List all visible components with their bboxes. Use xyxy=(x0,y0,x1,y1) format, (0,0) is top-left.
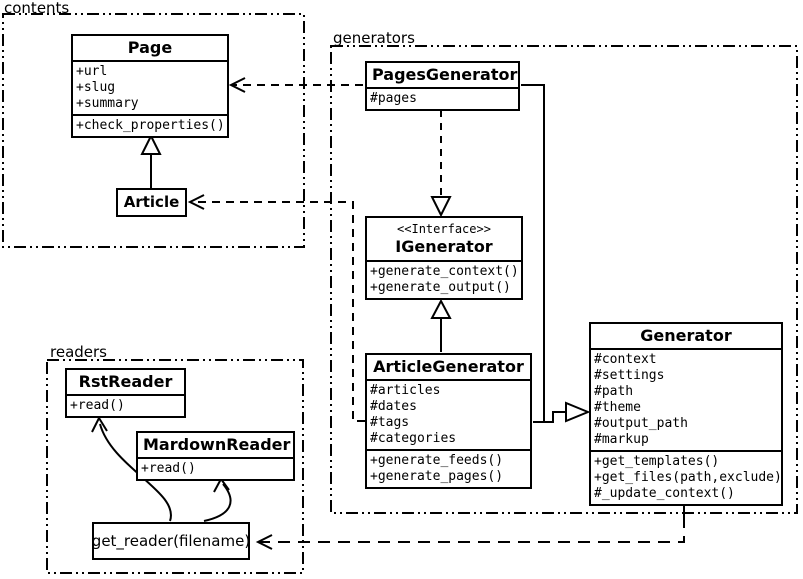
class-mardownreader: MardownReader +read() xyxy=(136,431,295,481)
class-igenerator: <<Interface>> IGenerator +generate_conte… xyxy=(365,216,523,300)
class-igenerator-title: IGenerator xyxy=(395,237,493,256)
method: +generate_output() xyxy=(370,280,511,295)
method: +generate_feeds() xyxy=(370,453,504,468)
class-generator-title: Generator xyxy=(640,326,732,345)
edge-pagesgenerator-to-igenerator-realization xyxy=(430,110,452,218)
attribute: +summary xyxy=(76,96,139,111)
class-page-methods: +check_properties() xyxy=(73,114,227,136)
method: +get_files(path,exclude) xyxy=(594,470,782,485)
edge-getreader-to-mardownreader-arrow xyxy=(203,477,232,522)
class-pagesgenerator-attributes: #pages xyxy=(367,87,518,109)
class-igenerator-stereotype: <<Interface>> xyxy=(397,222,491,236)
attribute: #output_path xyxy=(594,416,688,431)
attribute: #theme xyxy=(594,400,641,415)
method: +read() xyxy=(70,398,125,413)
method: #_update_context() xyxy=(594,486,735,501)
edge-articlegenerator-to-igenerator-generalization xyxy=(430,298,452,352)
class-articlegenerator: ArticleGenerator #articles #dates #tags … xyxy=(365,353,532,489)
attribute: +slug xyxy=(76,80,116,95)
method: +generate_pages() xyxy=(370,469,504,484)
attribute: #markup xyxy=(594,432,649,447)
class-pagesgenerator-title: PagesGenerator xyxy=(372,65,518,84)
class-rstreader-title: RstReader xyxy=(78,372,173,391)
class-rstreader-methods: +read() xyxy=(67,394,184,416)
class-page-attributes: +url +slug +summary xyxy=(73,60,227,114)
package-label-readers: readers xyxy=(50,343,107,361)
class-articlegenerator-attributes: #articles #dates #tags #categories xyxy=(367,379,530,449)
class-mardownreader-title: MardownReader xyxy=(143,435,291,454)
attribute: #categories xyxy=(370,431,457,446)
attribute: #path xyxy=(594,384,634,399)
class-rstreader: RstReader +read() xyxy=(65,368,186,418)
edge-generators-to-generator-generalization xyxy=(521,84,591,423)
class-generator-attributes: #context #settings #path #theme #output_… xyxy=(591,348,781,450)
package-border-contents xyxy=(2,13,305,248)
method: +check_properties() xyxy=(76,118,225,133)
package-border-generators xyxy=(330,45,798,514)
class-page-title: Page xyxy=(127,38,173,57)
method: +get_templates() xyxy=(594,454,720,469)
class-page: Page +url +slug +summary +check_properti… xyxy=(71,34,229,138)
method: +read() xyxy=(141,461,196,476)
class-generator: Generator #context #settings #path #them… xyxy=(589,322,783,506)
package-label-generators: generators xyxy=(333,29,415,47)
class-igenerator-methods: +generate_context() +generate_output() xyxy=(367,260,521,298)
function-box-get-reader: get_reader(filename) xyxy=(92,522,250,560)
class-articlegenerator-methods: +generate_feeds() +generate_pages() xyxy=(367,449,530,487)
package-border-readers xyxy=(46,359,304,574)
class-igenerator-header: <<Interface>> IGenerator xyxy=(367,218,521,260)
edge-article-to-page-generalization xyxy=(140,133,162,188)
edge-generator-to-getreader-dependency xyxy=(255,502,685,550)
attribute: #settings xyxy=(594,368,665,383)
edge-pagesgenerator-to-page-dependency xyxy=(228,77,363,93)
class-article-title: Article xyxy=(123,193,180,211)
method: +generate_context() xyxy=(370,264,519,279)
class-article: Article xyxy=(116,188,187,217)
attribute: #dates xyxy=(370,399,417,414)
edge-articlegenerator-to-article-dependency xyxy=(187,194,365,422)
class-generator-methods: +get_templates() +get_files(path,exclude… xyxy=(591,450,782,504)
class-mardownreader-methods: +read() xyxy=(138,457,293,479)
class-pagesgenerator: PagesGenerator #pages xyxy=(365,61,520,111)
package-label-contents: contents xyxy=(4,0,70,17)
attribute: #tags xyxy=(370,415,410,430)
class-articlegenerator-title: ArticleGenerator xyxy=(373,357,524,376)
function-box-label: get_reader(filename) xyxy=(91,532,251,550)
attribute: #articles xyxy=(370,383,441,398)
attribute: +url xyxy=(76,64,108,79)
attribute: #pages xyxy=(370,91,417,106)
attribute: #context xyxy=(594,352,657,367)
